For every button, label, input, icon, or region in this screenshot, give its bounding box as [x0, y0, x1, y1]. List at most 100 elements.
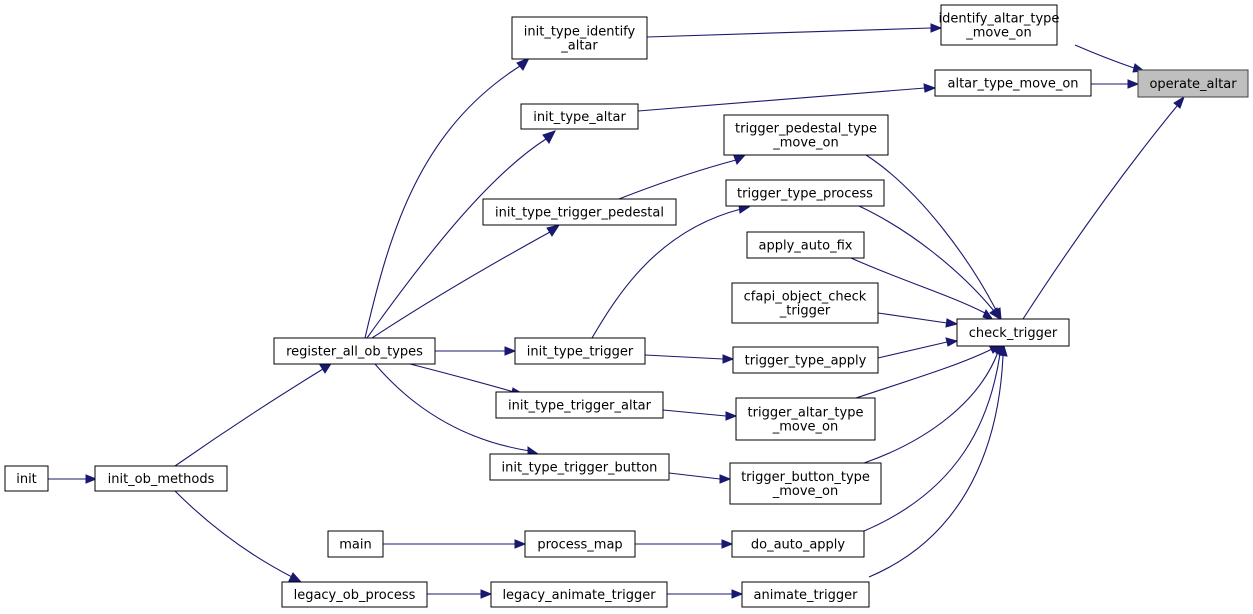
node-box[interactable] [4, 465, 49, 492]
edge-process_map-to-do_auto_apply [635, 539, 734, 549]
edge-line [868, 355, 1004, 578]
node-label: trigger_button_type [741, 470, 870, 485]
node-label: operate_altar [1149, 77, 1237, 92]
node-identify_altar_type_move_on[interactable]: identify_altar_type_move_on [939, 4, 1060, 46]
edge-init-to-init_ob_methods [48, 474, 98, 484]
edge-line [646, 27, 932, 38]
node-box[interactable] [731, 530, 865, 558]
arrowhead-icon [930, 23, 943, 33]
node-trigger_pedestal_type_move_on[interactable]: trigger_pedestal_type_move_on [723, 114, 889, 156]
node-register_all_ob_types[interactable]: register_all_ob_types [273, 337, 436, 365]
node-box[interactable] [281, 581, 428, 608]
node-init_type_trigger_button[interactable]: init_type_trigger_button [489, 453, 670, 481]
node-init_type_trigger_altar[interactable]: init_type_trigger_altar [495, 391, 664, 419]
edge-check_trigger-to-operate_altar [1022, 95, 1185, 320]
node-box[interactable] [1137, 69, 1249, 98]
node-process_map[interactable]: process_map [524, 530, 636, 558]
node-trigger_button_type_move_on[interactable]: trigger_button_type_move_on [729, 462, 882, 505]
nodes-layer: init init_ob_methods register_all_ob_types… [4, 4, 1249, 608]
node-cfapi_object_check_trigger[interactable]: cfapi_object_check_trigger [731, 282, 879, 324]
edge-line [858, 205, 995, 312]
edge-animate_trigger-to-check_trigger [868, 344, 1008, 578]
node-box[interactable] [520, 103, 639, 130]
node-animate_trigger[interactable]: animate_trigger [741, 581, 870, 608]
node-label: altar_type_move_on [947, 77, 1078, 92]
node-box[interactable] [940, 4, 1058, 46]
edge-line [374, 363, 531, 452]
node-init[interactable]: init [4, 465, 49, 492]
node-label: _trigger [779, 304, 831, 319]
node-label: _move_on [772, 484, 839, 499]
edge-line [668, 472, 721, 480]
node-label: identify_altar_type [939, 12, 1060, 27]
node-init_type_trigger_pedestal[interactable]: init_type_trigger_pedestal [482, 198, 677, 226]
edge-do_auto_apply-to-check_trigger [863, 344, 1005, 532]
node-box[interactable] [723, 114, 889, 156]
node-label: animate_trigger [754, 588, 859, 603]
node-label: legacy_animate_trigger [502, 588, 656, 603]
edge-line [662, 409, 727, 417]
node-main[interactable]: main [327, 530, 384, 558]
node-box[interactable] [514, 337, 646, 365]
node-label: do_auto_apply [751, 538, 846, 553]
node-box[interactable] [273, 337, 436, 365]
node-box[interactable] [490, 581, 668, 608]
node-init_ob_methods[interactable]: init_ob_methods [94, 465, 228, 492]
edge-line [366, 138, 547, 339]
node-box[interactable] [956, 318, 1070, 347]
node-label: process_map [537, 538, 622, 553]
node-box[interactable] [482, 198, 677, 226]
node-legacy_animate_trigger[interactable]: legacy_animate_trigger [490, 581, 668, 608]
node-label: _move_on [965, 26, 1032, 41]
arrowhead-icon [945, 318, 959, 328]
edge-line [409, 363, 515, 393]
node-box[interactable] [524, 530, 636, 558]
node-label: legacy_ob_process [294, 588, 416, 603]
node-box[interactable] [489, 453, 670, 481]
node-box[interactable] [725, 179, 885, 207]
edge-init_type_trigger-to-trigger_type_apply [644, 354, 735, 364]
node-altar_type_move_on[interactable]: altar_type_move_on [934, 69, 1092, 97]
node-box[interactable] [746, 231, 865, 259]
node-init_type_trigger[interactable]: init_type_trigger [514, 337, 646, 365]
arrowhead-icon [733, 154, 747, 165]
node-label: trigger_type_process [737, 187, 873, 202]
node-init_type_identify_altar[interactable]: init_type_identify_altar [511, 16, 648, 60]
edge-init_type_identify_altar-to-identify_altar_type_move_on [646, 23, 943, 38]
arrowhead-icon [725, 411, 738, 421]
node-box[interactable] [511, 16, 648, 60]
node-trigger_altar_type_move_on[interactable]: trigger_altar_type_move_on [735, 397, 876, 441]
edge-line [174, 490, 293, 578]
node-trigger_type_apply[interactable]: trigger_type_apply [732, 346, 879, 374]
node-label: main [339, 538, 371, 553]
node-check_trigger[interactable]: check_trigger [956, 318, 1070, 347]
node-apply_auto_fix[interactable]: apply_auto_fix [746, 231, 865, 259]
node-legacy_ob_process[interactable]: legacy_ob_process [281, 581, 428, 608]
node-init_type_altar[interactable]: init_type_altar [520, 103, 639, 130]
node-label: init_type_trigger_pedestal [495, 206, 664, 221]
edge-legacy_ob_process-to-legacy_animate_trigger [427, 589, 493, 599]
node-label: init [16, 472, 37, 487]
node-box[interactable] [731, 282, 879, 324]
node-operate_altar[interactable]: operate_altar [1137, 69, 1249, 98]
node-box[interactable] [741, 581, 870, 608]
edge-line [371, 231, 551, 339]
node-box[interactable] [934, 69, 1092, 97]
node-trigger_type_process[interactable]: trigger_type_process [725, 179, 885, 207]
node-do_auto_apply[interactable]: do_auto_apply [731, 530, 865, 558]
arrowhead-icon [504, 346, 517, 356]
node-box[interactable] [94, 465, 228, 492]
node-box[interactable] [732, 346, 879, 374]
node-box[interactable] [495, 391, 664, 419]
node-box[interactable] [735, 397, 876, 441]
edge-line [1022, 105, 1178, 320]
node-box[interactable] [327, 530, 384, 558]
edge-trigger_pedestal_type_move_on-to-check_trigger [865, 154, 1002, 321]
arrowhead-icon [719, 474, 732, 484]
edge-register_all_ob_types-to-init_type_identify_altar [364, 57, 531, 339]
edge-identify_altar_type_move_on-to-operate_altar [1074, 44, 1146, 73]
arrowhead-icon [542, 130, 556, 144]
node-box[interactable] [729, 462, 882, 505]
edge-apply_auto_fix-to-check_trigger [850, 257, 995, 321]
